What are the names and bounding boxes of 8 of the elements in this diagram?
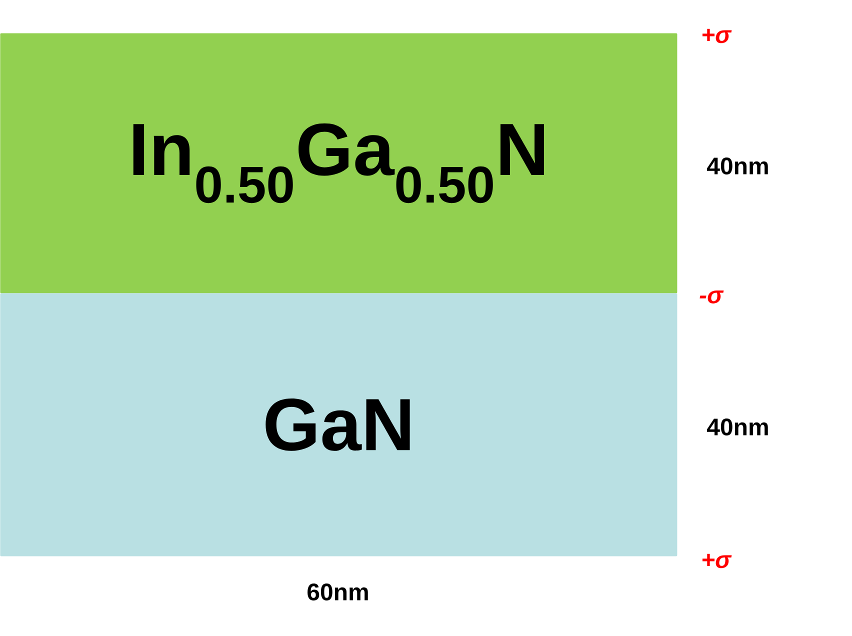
- dimension-label: 40nm: [707, 158, 768, 174]
- charge-label: +σ: [702, 554, 732, 568]
- charge-label: +σ: [702, 28, 732, 44]
- dimension-label: 40nm: [707, 418, 768, 436]
- dimension-label: 60nm: [308, 584, 368, 600]
- layer-box: GaN: [0, 293, 678, 556]
- charge-label: -σ: [700, 290, 724, 304]
- layer-box: In$_{0.50}$Ga$_{0.50}$N: [0, 33, 678, 294]
